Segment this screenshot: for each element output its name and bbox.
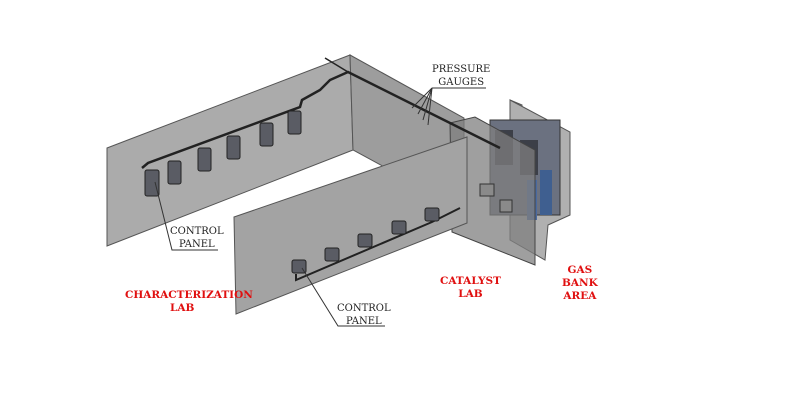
characterization-lab-label: CHARACTERIZATION LAB xyxy=(125,289,253,315)
control-box xyxy=(391,220,407,235)
label-line: CONTROL xyxy=(337,303,391,314)
label-line: PANEL xyxy=(178,239,215,250)
label-line: CONTROL xyxy=(170,226,224,237)
control-box xyxy=(324,247,340,262)
pressure-gauge-leaders xyxy=(411,87,486,126)
control-box xyxy=(167,160,182,185)
control-panel-leader-top xyxy=(154,181,218,251)
label-line: BANK xyxy=(562,277,598,289)
control-box xyxy=(424,207,440,222)
gas-pipe xyxy=(324,57,349,73)
label-line: PRESSURE xyxy=(432,64,491,75)
control-box xyxy=(357,233,373,248)
control-panel-label-bottom: CONTROL PANEL xyxy=(337,302,391,328)
label-line: GAUGES xyxy=(438,77,485,88)
gas-cylinder xyxy=(540,170,552,215)
control-box xyxy=(287,110,302,135)
catalyst-equipment xyxy=(479,183,495,197)
label-line: CHARACTERIZATION xyxy=(125,289,253,301)
catalyst-lab-label: CATALYST LAB xyxy=(440,275,501,301)
control-box xyxy=(259,122,274,147)
label-line: LAB xyxy=(170,302,195,314)
label-line: AREA xyxy=(563,290,597,302)
control-box xyxy=(226,135,241,160)
label-line: CATALYST xyxy=(440,275,501,287)
gas-bank-area-label: GAS BANK AREA xyxy=(562,264,598,303)
control-box xyxy=(197,147,212,172)
label-line: PANEL xyxy=(345,316,382,327)
pressure-gauges-label: PRESSURE GAUGES xyxy=(432,63,490,89)
control-panel-leader-bottom xyxy=(301,267,385,327)
gas-pipe xyxy=(295,207,461,282)
control-boxes-front xyxy=(291,207,440,274)
control-boxes-back xyxy=(144,110,302,197)
control-panel-label-top: CONTROL PANEL xyxy=(170,225,224,251)
gas-pipe xyxy=(141,70,501,169)
catalyst-equipment xyxy=(499,199,513,213)
label-line: LAB xyxy=(458,288,483,300)
label-line: GAS xyxy=(567,264,593,276)
control-box xyxy=(144,169,160,197)
